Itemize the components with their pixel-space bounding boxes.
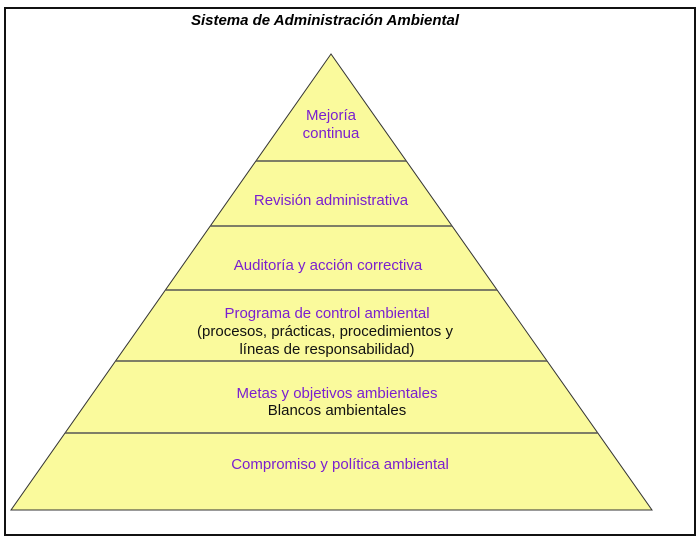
- level-sublabel: Blancos ambientales: [268, 402, 406, 419]
- level-compromiso-politica: Compromiso y política ambiental: [231, 456, 449, 473]
- level-label: Compromiso y política ambiental: [231, 456, 449, 473]
- level-mejoria-continua: Mejoría continua: [303, 107, 360, 142]
- level-metas-objetivos: Metas y objetivos ambientales Blancos am…: [237, 385, 438, 419]
- level-programa-control: Programa de control ambiental (procesos,…: [197, 305, 453, 358]
- diagram-title: Sistema de Administración Ambiental: [191, 12, 460, 29]
- level-label: Revisión administrativa: [254, 192, 409, 209]
- level-revision-administrativa: Revisión administrativa: [254, 192, 409, 209]
- level-label: Metas y objetivos ambientales: [237, 385, 438, 402]
- level-label: Programa de control ambiental: [224, 305, 429, 322]
- diagram-frame: [4, 7, 696, 536]
- level-label: Mejoría: [306, 107, 357, 124]
- level-sublabel: líneas de responsabilidad): [239, 341, 414, 358]
- level-label: continua: [303, 125, 360, 142]
- level-auditoria: Auditoría y acción correctiva: [234, 257, 423, 274]
- pyramid-shape: [10, 53, 653, 511]
- level-label: Auditoría y acción correctiva: [234, 257, 423, 274]
- level-sublabel: (procesos, prácticas, procedimientos y: [197, 323, 453, 340]
